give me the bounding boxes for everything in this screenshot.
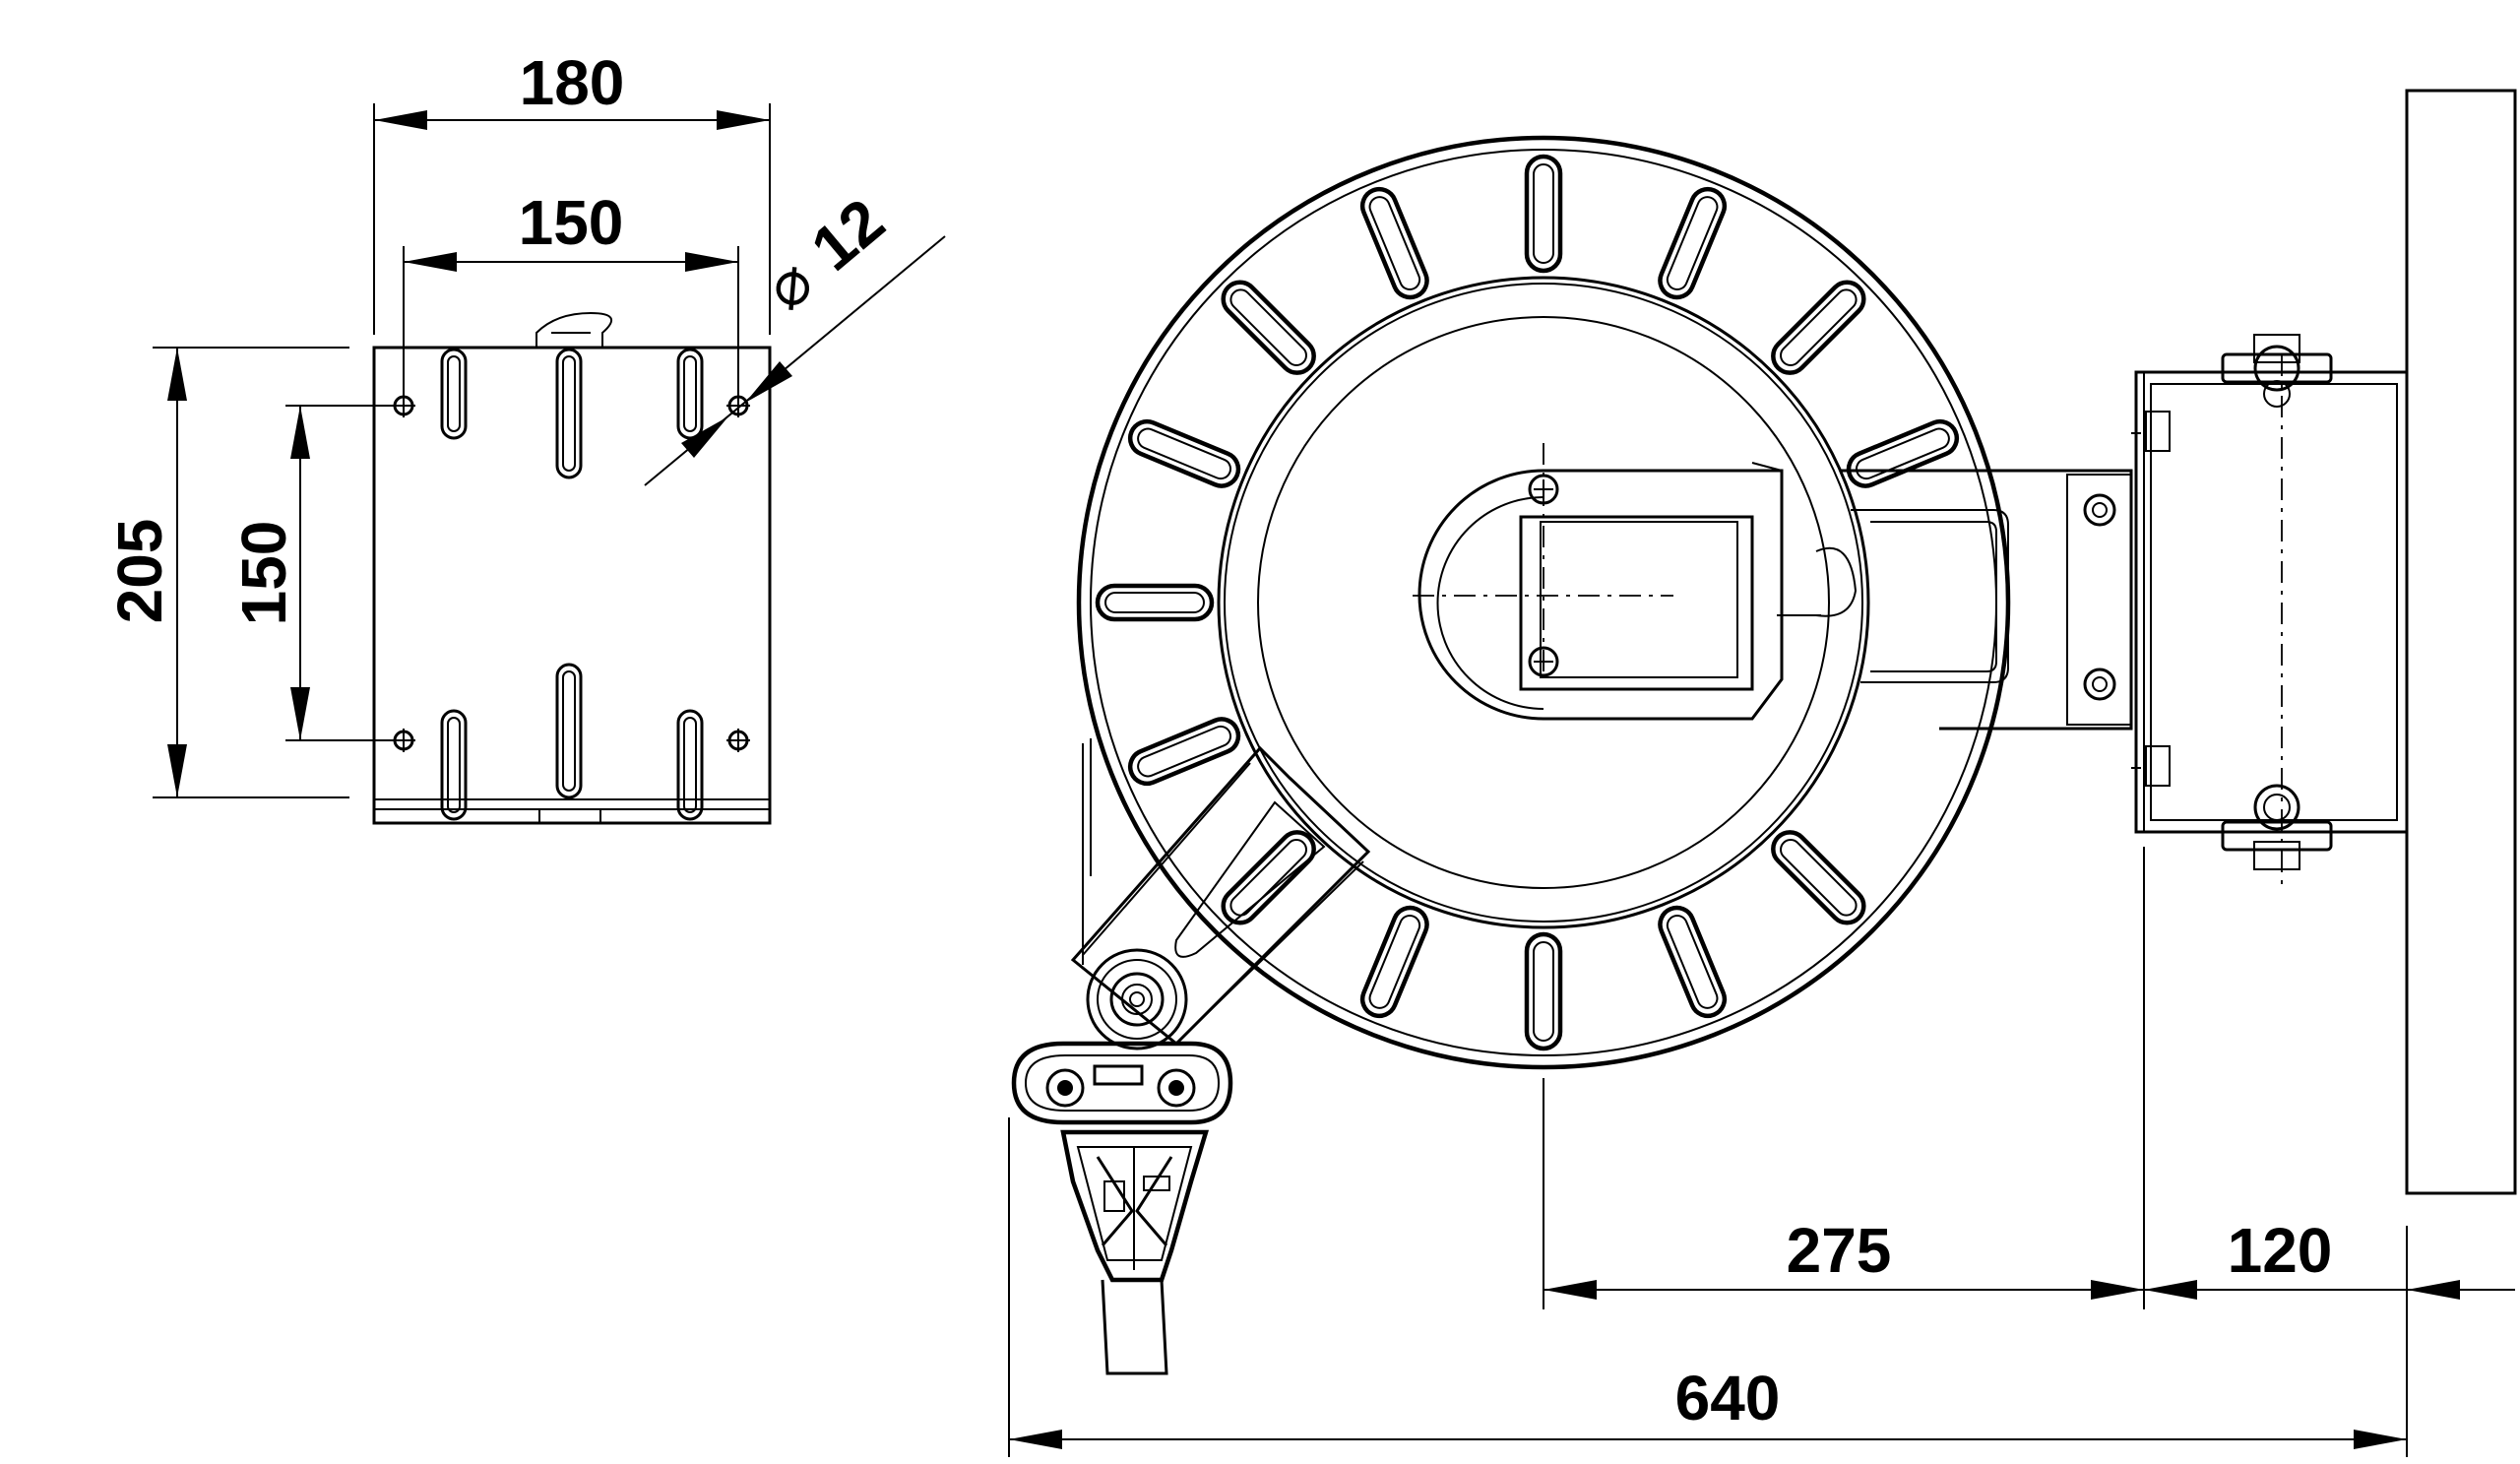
reel-slot [1095, 583, 1215, 622]
mounting-hole [726, 394, 750, 417]
reel-slot [1127, 418, 1241, 488]
reel-slot [1658, 905, 1728, 1019]
reel-slot [1771, 830, 1866, 925]
hose [1101, 1279, 1168, 1375]
dimension-640: 640 [1008, 1117, 2408, 1457]
diameter-symbol: ⌀ [752, 244, 827, 323]
dimension-180-label: 180 [520, 47, 625, 118]
reel-slot [1771, 280, 1866, 375]
mounting-hole [392, 729, 415, 752]
dimension-150-vertical: 150 [228, 405, 394, 741]
bracket-slot [555, 663, 583, 799]
dimension-275: 275 [1543, 847, 2145, 1309]
bracket-bolt [2221, 334, 2333, 408]
hose-guide-arm [1070, 738, 1371, 1047]
hub-screw [1528, 646, 1559, 677]
arm-bolt [2083, 668, 2116, 701]
reel-slot [1221, 830, 1316, 925]
reel-drum [1076, 135, 2011, 1070]
stopper-bolt [1157, 1068, 1196, 1108]
dimension-275-label: 275 [1787, 1215, 1892, 1286]
mounting-hole [726, 729, 750, 752]
dimension-12-label: 12 [798, 185, 898, 285]
dimension-205-label: 205 [104, 519, 175, 624]
hose-nozzle [1060, 1129, 1210, 1283]
mounting-hole [392, 394, 415, 417]
dimension-150-horizontal-label: 150 [519, 187, 624, 258]
reel-slot [1221, 280, 1316, 375]
reel-slot [1846, 418, 1960, 488]
bracket-slot [440, 709, 468, 821]
reel-slot [1524, 931, 1563, 1051]
dimension-180: 180 [373, 47, 771, 335]
dimension-120: 120 [2144, 1215, 2515, 1309]
hose-roller [1086, 948, 1188, 1050]
bracket-slot [676, 709, 704, 821]
reel-slot [1359, 905, 1429, 1019]
dimension-150-horizontal: 150 [403, 187, 739, 394]
reel-slots [1095, 154, 1960, 1051]
dimension-hole-diameter: ⌀ 12 [644, 185, 946, 486]
wall-bracket-side-view [2131, 334, 2409, 886]
bracket-slot [676, 348, 704, 440]
dimension-120-label: 120 [2228, 1215, 2333, 1286]
bracket-bolt [2221, 784, 2333, 870]
reel-slot [1524, 154, 1563, 274]
stopper-bolt [1045, 1068, 1085, 1108]
reel-slot [1359, 186, 1429, 300]
hub-screw [1528, 474, 1559, 505]
hose-stopper [1011, 1041, 1233, 1125]
dimension-205: 205 [104, 347, 349, 798]
bracket-slot [555, 348, 583, 479]
wall-plate [2405, 89, 2517, 1195]
bracket-slot [440, 348, 468, 440]
reel-slot [1658, 186, 1728, 300]
reel-hub [1413, 443, 1858, 721]
dimension-640-label: 640 [1675, 1363, 1781, 1433]
dimension-150-vertical-label: 150 [228, 521, 299, 626]
reel-slot [1127, 717, 1241, 787]
bracket-front-view [372, 311, 772, 825]
arm-bolt [2083, 493, 2116, 527]
